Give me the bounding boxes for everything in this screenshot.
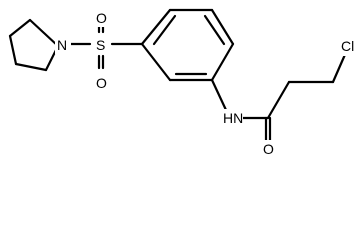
chlorine-label-bg bbox=[341, 38, 356, 56]
benzene-bond-6 bbox=[140, 42, 172, 82]
oxygen-top-label-bg bbox=[94, 9, 110, 27]
nh-label-bg bbox=[221, 109, 243, 127]
oxygen-bottom-label-bg bbox=[94, 74, 110, 92]
benzene-bond-1 bbox=[140, 8, 172, 46]
benzene-inner-bond-1 bbox=[152, 14, 177, 46]
aryl-to-nh-bond bbox=[210, 78, 228, 112]
oxygen-top-label: O bbox=[96, 10, 107, 26]
sulfur-label: S bbox=[96, 37, 105, 53]
benzene-inner-bond-2 bbox=[203, 14, 226, 46]
pyrrolidine-bond-1 bbox=[8, 18, 32, 38]
benzene-bond-4 bbox=[210, 42, 235, 82]
carbonyl-oxygen-label-bg bbox=[261, 140, 277, 158]
amide-nh-label: HN bbox=[223, 110, 243, 126]
chlorine-label: Cl bbox=[341, 38, 354, 54]
carbonyl-oxygen-label: O bbox=[263, 141, 274, 157]
sulfur-label-bg bbox=[93, 36, 109, 54]
carbonyl-to-ch2-bond bbox=[266, 80, 291, 120]
benzene-bond-3 bbox=[210, 8, 235, 46]
nitrogen-ring-label-bg bbox=[55, 36, 71, 54]
pyrrolidine-bond-5 bbox=[28, 18, 60, 48]
oxygen-bottom-label: O bbox=[96, 75, 107, 91]
pyrrolidine-bond-3 bbox=[14, 62, 48, 72]
structure-diagram: N S O O HN O Cl bbox=[8, 8, 356, 158]
nitrogen-ring-label: N bbox=[57, 37, 67, 53]
molecule-canvas: N S O O HN O Cl bbox=[8, 8, 356, 158]
pyrrolidine-bond-2 bbox=[8, 34, 18, 66]
